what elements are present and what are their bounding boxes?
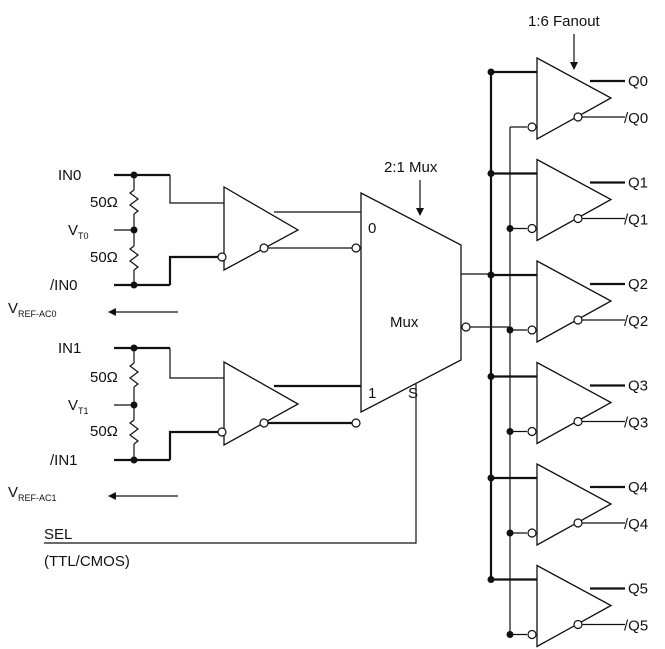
mux-in1-label: 1: [368, 385, 376, 402]
svg-text:VREF-AC1: VREF-AC1: [8, 484, 57, 503]
q2-bar-label: /Q2: [624, 313, 648, 330]
buffer-triangle: [536, 259, 613, 344]
buffer-triangle: [536, 56, 613, 141]
in0-bar-label: /IN0: [50, 277, 78, 294]
q3-bar-label: /Q3: [624, 415, 648, 432]
junction-dot: [487, 68, 495, 76]
input-buffer-0: [217, 185, 300, 272]
vref-ac1: VREF-AC1: [8, 484, 178, 503]
vref0-sub: REF-AC0: [18, 309, 57, 319]
q2-label: Q2: [628, 276, 648, 293]
input-bubble: [527, 122, 537, 132]
sel-input: SEL (TTL/CMOS): [44, 384, 417, 570]
output-bubble: [573, 213, 583, 224]
output-bubble: [573, 619, 583, 630]
mux-in0-label: 0: [368, 220, 376, 237]
output-buffer-2: Q2/Q2: [487, 259, 648, 344]
junction-dot: [487, 373, 495, 380]
q4-label: Q4: [628, 479, 648, 496]
q0-bar-label: /Q0: [624, 110, 648, 127]
input-bubble: [527, 426, 537, 437]
input-bubble: [527, 223, 537, 234]
buffer-triangle: [536, 158, 613, 242]
junction-dot: [487, 474, 495, 482]
input-bubble: [527, 528, 537, 538]
output-buffer-5: Q5/Q5: [487, 564, 648, 648]
fanout-title: 1:6 Fanout: [528, 13, 601, 30]
q5-label: Q5: [628, 581, 648, 598]
vt1-label: VT1: [68, 397, 89, 416]
output-bubble: [573, 416, 583, 427]
junction-dot: [506, 631, 514, 638]
input-bubble: [527, 629, 537, 640]
resistor-r3: [129, 362, 139, 388]
buffer-triangle: [536, 564, 613, 648]
input-termination-0: IN0 /IN0 50Ω 50Ω VT0: [50, 167, 170, 294]
output-bubble: [573, 112, 583, 122]
resistor-r2: [129, 245, 139, 271]
junction-dot: [487, 170, 495, 177]
q5-bar-label: /Q5: [624, 618, 648, 635]
q1-label: Q1: [628, 175, 648, 192]
output-buffer-1: Q1/Q1: [487, 158, 648, 242]
vref-ac0: VREF-AC0: [8, 300, 178, 319]
junction-dot: [506, 428, 514, 435]
junction-dot: [506, 326, 514, 334]
input-buffer-1: [217, 360, 300, 447]
resistor-r4: [129, 419, 139, 445]
mux-block: Mux 0 1 S: [351, 191, 462, 428]
r2-label: 50Ω: [90, 249, 118, 266]
sel-label: SEL: [44, 526, 72, 543]
output-bubble: [573, 518, 583, 528]
input-termination-1: IN1 /IN1 50Ω 50Ω VT1: [50, 340, 170, 469]
output-buffer-0: Q0/Q0: [487, 56, 648, 141]
r3-label: 50Ω: [90, 369, 118, 386]
junction-dot: [487, 271, 495, 279]
q4-bar-label: /Q4: [624, 516, 648, 533]
mux-label: Mux: [390, 314, 419, 331]
output-buffer-4: Q4/Q4: [487, 462, 648, 547]
sel-type-label: (TTL/CMOS): [44, 553, 130, 570]
vref0-label: V: [8, 300, 18, 317]
junction-dot: [506, 225, 514, 232]
q0-label: Q0: [628, 73, 648, 90]
junction-dot: [506, 529, 514, 537]
buffer-triangle: [536, 462, 613, 547]
r1-label: 50Ω: [90, 194, 118, 211]
output-buffer-3: Q3/Q3: [487, 361, 648, 445]
q3-label: Q3: [628, 378, 648, 395]
resistor-r1: [129, 189, 139, 215]
vt0-label: VT0: [68, 222, 89, 241]
output-bubble: [573, 315, 583, 325]
in1-label: IN1: [58, 340, 81, 357]
svg-text:VREF-AC0: VREF-AC0: [8, 300, 57, 319]
r4-label: 50Ω: [90, 423, 118, 440]
in0-label: IN0: [58, 167, 81, 184]
mux-title: 2:1 Mux: [384, 159, 438, 176]
vref1-label: V: [8, 484, 18, 501]
junction-dot: [487, 576, 495, 583]
buffer-triangle: [536, 361, 613, 445]
vref1-sub: REF-AC1: [18, 493, 57, 503]
mux-sel-label: S: [408, 385, 418, 402]
input-bubble: [527, 325, 537, 335]
q1-bar-label: /Q1: [624, 212, 648, 229]
in1-bar-label: /IN1: [50, 452, 78, 469]
